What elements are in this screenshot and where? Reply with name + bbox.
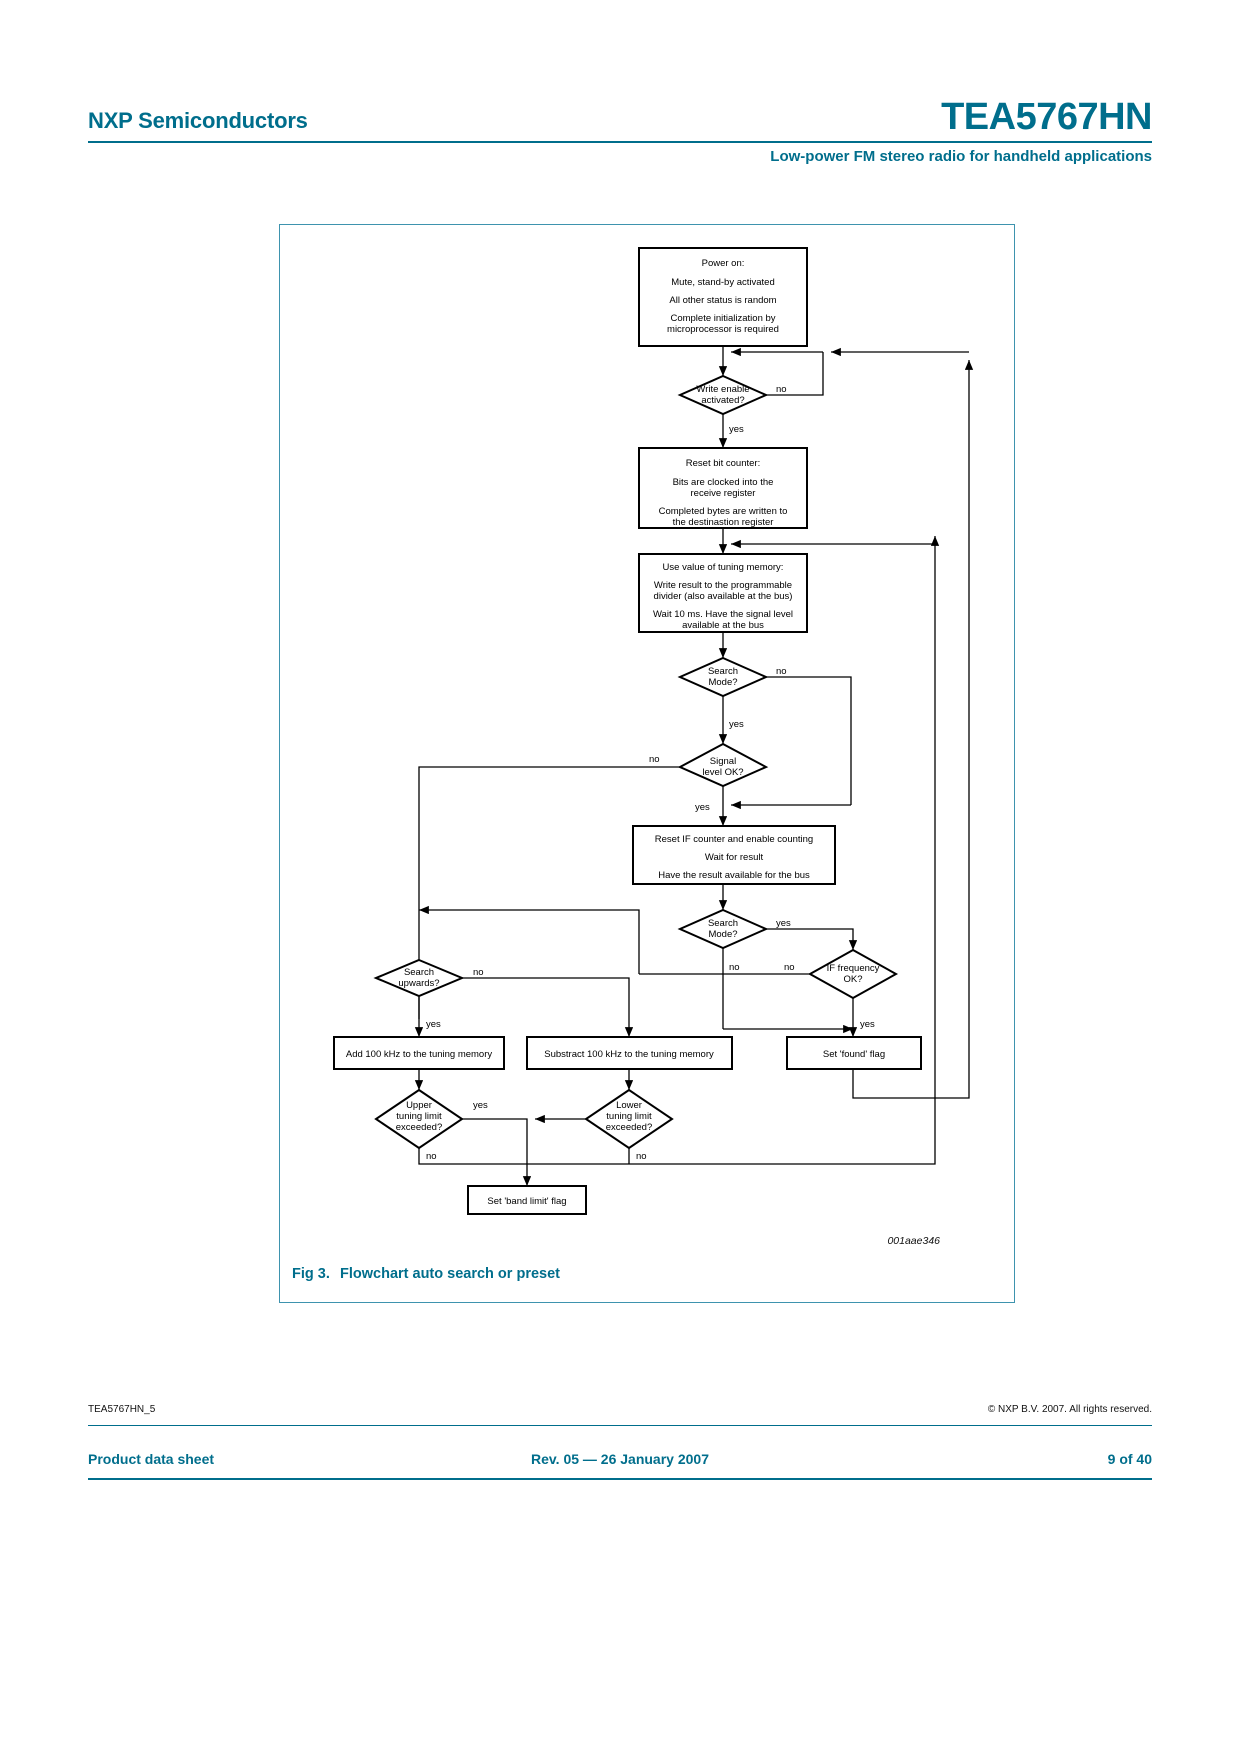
node-upper-limit-line-2: exceeded? — [396, 1122, 442, 1133]
node-power-on-line-3: Complete initialization by — [670, 313, 775, 324]
node-power-on-line-0: Power on: — [702, 258, 745, 269]
edge-label-search-mode-1-yes: yes — [729, 719, 744, 730]
footer-doc-type: Product data sheet — [88, 1451, 215, 1467]
node-reset-bit-counter-line-4: the destinastion register — [673, 517, 774, 528]
header-company: NXP Semiconductors — [88, 108, 308, 133]
edge-label-upper-limit-no: no — [426, 1151, 437, 1162]
node-use-tuning-memory-line-4: available at the bus — [682, 620, 764, 631]
edge-label-write-enable-yes: yes — [729, 424, 744, 435]
footer-divider-top — [88, 1425, 1152, 1426]
node-reset-if-counter-line-0: Reset IF counter and enable counting — [655, 834, 813, 845]
node-use-tuning-memory-line-1: Write result to the programmable — [654, 580, 792, 591]
node-add-100khz: Add 100 kHz to the tuning memory — [346, 1049, 493, 1060]
edge-label-search-mode-1-no: no — [776, 666, 787, 677]
footer-page-number: 9 of 40 — [1107, 1451, 1152, 1467]
node-search-mode-1-line-0: Search — [708, 666, 738, 677]
edge-label-if-frequency-no: no — [784, 962, 795, 973]
edge-label-search-mode-2-no: no — [729, 962, 740, 973]
node-lower-limit-line-2: exceeded? — [606, 1122, 652, 1133]
figure-caption-text: Flowchart auto search or preset — [340, 1266, 560, 1282]
node-set-found-flag: Set 'found' flag — [823, 1049, 885, 1060]
node-lower-limit-line-0: Lower — [616, 1100, 642, 1111]
node-if-frequency-ok-line-0: IF frequency — [827, 963, 880, 974]
node-lower-limit-line-1: tuning limit — [606, 1111, 652, 1122]
node-use-tuning-memory-line-3: Wait 10 ms. Have the signal level — [653, 609, 793, 620]
node-search-upwards-line-0: Search — [404, 967, 434, 978]
footer-divider-bottom — [88, 1478, 1152, 1480]
node-reset-if-counter-line-2: Have the result available for the bus — [658, 870, 810, 881]
node-reset-bit-counter-line-2: receive register — [691, 488, 756, 499]
edge-label-search-upwards-no: no — [473, 967, 484, 978]
edge-label-search-upwards-yes: yes — [426, 1019, 441, 1030]
footer-revision: Rev. 05 — 26 January 2007 — [531, 1451, 709, 1467]
node-use-tuning-memory-line-0: Use value of tuning memory: — [663, 562, 784, 573]
node-search-mode-2-line-1: Mode? — [708, 929, 737, 940]
node-use-tuning-memory-line-2: divider (also available at the bus) — [654, 591, 793, 602]
node-upper-limit-line-0: Upper — [406, 1100, 432, 1111]
edge-label-lower-limit-no: no — [636, 1151, 647, 1162]
header-divider — [88, 141, 1152, 143]
edge-label-search-mode-2-yes: yes — [776, 918, 791, 929]
header-part-number: TEA5767HN — [941, 96, 1152, 138]
node-write-enable-line-0: Write enable — [696, 384, 749, 395]
footer-copyright: © NXP B.V. 2007. All rights reserved. — [987, 1404, 1152, 1415]
figure-caption: Fig 3. Flowchart auto search or preset — [292, 1266, 560, 1282]
node-substract-100khz: Substract 100 kHz to the tuning memory — [544, 1049, 714, 1060]
edge-label-signal-level-no: no — [649, 754, 660, 765]
node-write-enable-line-1: activated? — [701, 395, 744, 406]
node-reset-if-counter-line-1: Wait for result — [705, 852, 764, 863]
figure-image-id: 001aae346 — [887, 1235, 940, 1247]
node-search-upwards-line-1: upwards? — [398, 978, 439, 989]
edge-label-if-frequency-yes: yes — [860, 1019, 875, 1030]
node-reset-bit-counter-line-0: Reset bit counter: — [686, 458, 760, 469]
node-signal-level-ok-line-0: Signal — [710, 756, 736, 767]
edge-label-write-enable-no: no — [776, 384, 787, 395]
edge-label-upper-limit-yes: yes — [473, 1100, 488, 1111]
node-power-on-line-1: Mute, stand-by activated — [671, 277, 775, 288]
footer-doc-id: TEA5767HN_5 — [88, 1404, 156, 1415]
node-search-mode-2-line-0: Search — [708, 918, 738, 929]
node-set-band-limit-flag: Set 'band limit' flag — [487, 1196, 566, 1207]
edge-label-signal-level-yes: yes — [695, 802, 710, 813]
node-signal-level-ok-line-1: level OK? — [702, 767, 743, 778]
node-reset-bit-counter-line-3: Completed bytes are written to — [659, 506, 788, 517]
node-upper-limit-line-1: tuning limit — [396, 1111, 442, 1122]
node-power-on-line-2: All other status is random — [669, 295, 776, 306]
header-subtitle: Low-power FM stereo radio for handheld a… — [770, 148, 1152, 165]
node-power-on-line-4: microprocessor is required — [667, 324, 779, 335]
node-if-frequency-ok-line-1: OK? — [843, 974, 862, 985]
node-search-mode-1-line-1: Mode? — [708, 677, 737, 688]
flowchart-auto-search-or-preset: Power on: Mute, stand-by activated All o… — [279, 224, 1015, 1303]
node-reset-bit-counter-line-1: Bits are clocked into the — [673, 477, 774, 488]
figure-caption-number: Fig 3. — [292, 1266, 330, 1282]
